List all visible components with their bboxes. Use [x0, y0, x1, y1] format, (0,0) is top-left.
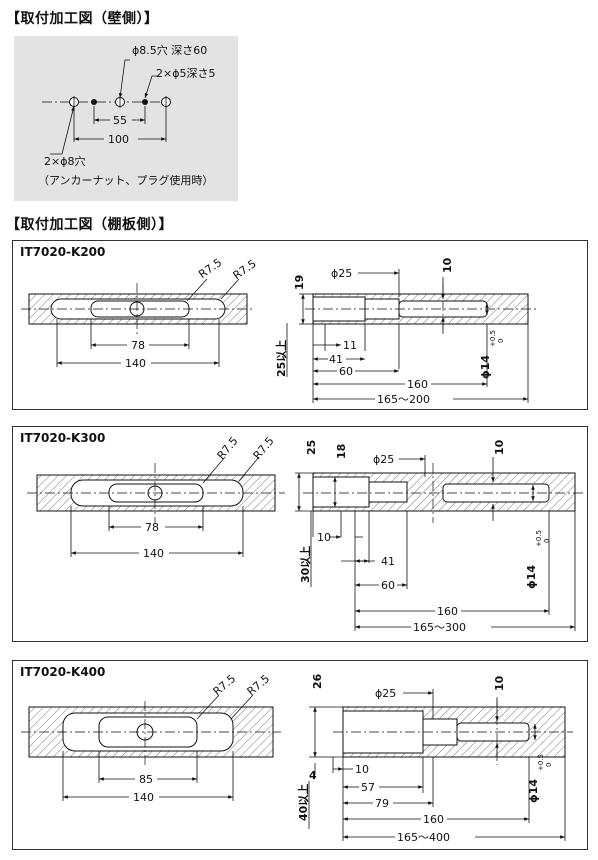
k400-phi25: ϕ25 — [375, 687, 396, 700]
k300-dim-outer: 140 — [143, 547, 164, 560]
k300-dim-h1: 25 — [305, 440, 318, 455]
k300-dim-41: 41 — [381, 555, 395, 568]
k400-dim-10b: 10 — [355, 763, 369, 776]
wall-drawing-panel: ϕ8.5穴 深さ60 2×ϕ5深さ5 55 100 2×ϕ8穴 （アンカーナット… — [14, 36, 238, 201]
panel-k200: IT7020-K200 R7.5 R7.5 78 140 — [12, 240, 588, 410]
k200-dim-height: 19 — [293, 275, 306, 290]
k200-phi25: ϕ25 — [331, 267, 352, 280]
k400-r1: R7.5 — [211, 672, 239, 698]
k200-tol-plus: +0.5 — [489, 330, 497, 347]
k200-bore-25 — [312, 296, 366, 322]
k300-dim-10b: 10 — [317, 531, 331, 544]
k300-dim-range: 165〜300 — [413, 621, 466, 634]
k400-dim-range: 165〜400 — [397, 831, 450, 844]
k200-dim-60: 60 — [339, 365, 353, 378]
wall-label-hole-5: 2×ϕ5深さ5 — [156, 67, 215, 80]
k300-bore-25 — [312, 476, 370, 508]
k300-dim-inner: 78 — [145, 521, 159, 534]
k200-tol-zero: 0 — [497, 339, 505, 343]
k400-bore-14 — [456, 722, 530, 742]
panel-k300-title: IT7020-K300 — [20, 431, 106, 445]
k400-r2: R7.5 — [245, 672, 273, 698]
k200-min-thickness: 25以上 — [274, 340, 288, 377]
panel-k400: IT7020-K400 R7.5 R7.5 85 140 26 4 ϕ25 — [12, 660, 588, 850]
shelf-heading: 【取付加工図（棚板側）】 — [6, 217, 173, 233]
k200-dim-10: 10 — [441, 257, 454, 273]
k300-dim-60: 60 — [381, 579, 395, 592]
panel-k300: IT7020-K300 R7.5 R7.5 78 140 25 18 — [12, 426, 588, 642]
k400-dim-79: 79 — [375, 797, 389, 810]
k200-dim-160: 160 — [407, 378, 428, 391]
panel-k200-title: IT7020-K200 — [20, 245, 106, 259]
wall-label-anchor: （アンカーナット、プラグ使用時） — [38, 173, 213, 187]
k400-min-thickness: 40以上 — [296, 784, 310, 821]
k300-phi25: ϕ25 — [373, 453, 394, 466]
k200-phi14: ϕ14 — [479, 355, 492, 379]
k200-drawing: R7.5 R7.5 78 140 19 ϕ25 10 ϕ14 — [21, 256, 537, 406]
k400-dim-outer: 140 — [133, 791, 154, 804]
k300-drawing: R7.5 R7.5 78 140 25 18 ϕ25 10 ϕ14 +0.5 — [27, 434, 583, 634]
k200-dim-inner: 78 — [131, 339, 145, 352]
wall-drawing: ϕ8.5穴 深さ60 2×ϕ5深さ5 55 100 2×ϕ8穴 （アンカーナット… — [38, 43, 215, 187]
k300-r1: R7.5 — [215, 434, 241, 462]
wall-hole-5-left — [91, 99, 97, 105]
k300-min-thickness: 30以上 — [298, 546, 312, 583]
k300-phi14: ϕ14 — [525, 565, 538, 589]
k300-r2: R7.5 — [251, 434, 277, 462]
wall-label-hole-85: ϕ8.5穴 深さ60 — [132, 43, 207, 57]
k200-dim-11: 11 — [343, 339, 357, 352]
wall-label-hole-8: 2×ϕ8穴 — [44, 154, 85, 168]
k300-tol-plus: +0.5 — [535, 530, 543, 547]
k300-dim-h2: 18 — [335, 444, 348, 459]
k200-dim-41: 41 — [329, 353, 343, 366]
k300-bore-mid — [368, 481, 408, 503]
k400-tol-plus: +0.5 — [537, 754, 545, 771]
wall-heading: 【取付加工図（壁側）】 — [6, 11, 159, 27]
k400-dim-inner: 85 — [139, 773, 153, 786]
wall-hole-5-right — [142, 99, 148, 105]
k300-tol-zero: 0 — [543, 539, 551, 543]
k300-dim-160: 160 — [437, 605, 458, 618]
panel-k400-title: IT7020-K400 — [20, 665, 106, 679]
k200-dim-outer: 140 — [125, 357, 146, 370]
k400-dim-10: 10 — [493, 675, 506, 691]
k400-dim-4: 4 — [309, 769, 317, 782]
k400-drawing: R7.5 R7.5 85 140 26 4 ϕ25 10 ϕ14 +0.5 0 — [21, 672, 573, 844]
k200-r2: R7.5 — [231, 257, 259, 282]
wall-dim-100: 100 — [108, 133, 129, 146]
k400-tol-zero: 0 — [545, 763, 553, 767]
k400-dim-160: 160 — [423, 813, 444, 826]
k400-phi14: ϕ14 — [527, 779, 540, 803]
k300-dim-10: 10 — [493, 439, 506, 455]
wall-dim-55: 55 — [113, 114, 127, 127]
k200-r1: R7.5 — [196, 256, 224, 281]
k200-dim-range: 165〜200 — [377, 393, 430, 406]
k400-dim-h1: 26 — [311, 673, 324, 689]
k400-dim-57: 57 — [361, 781, 375, 794]
